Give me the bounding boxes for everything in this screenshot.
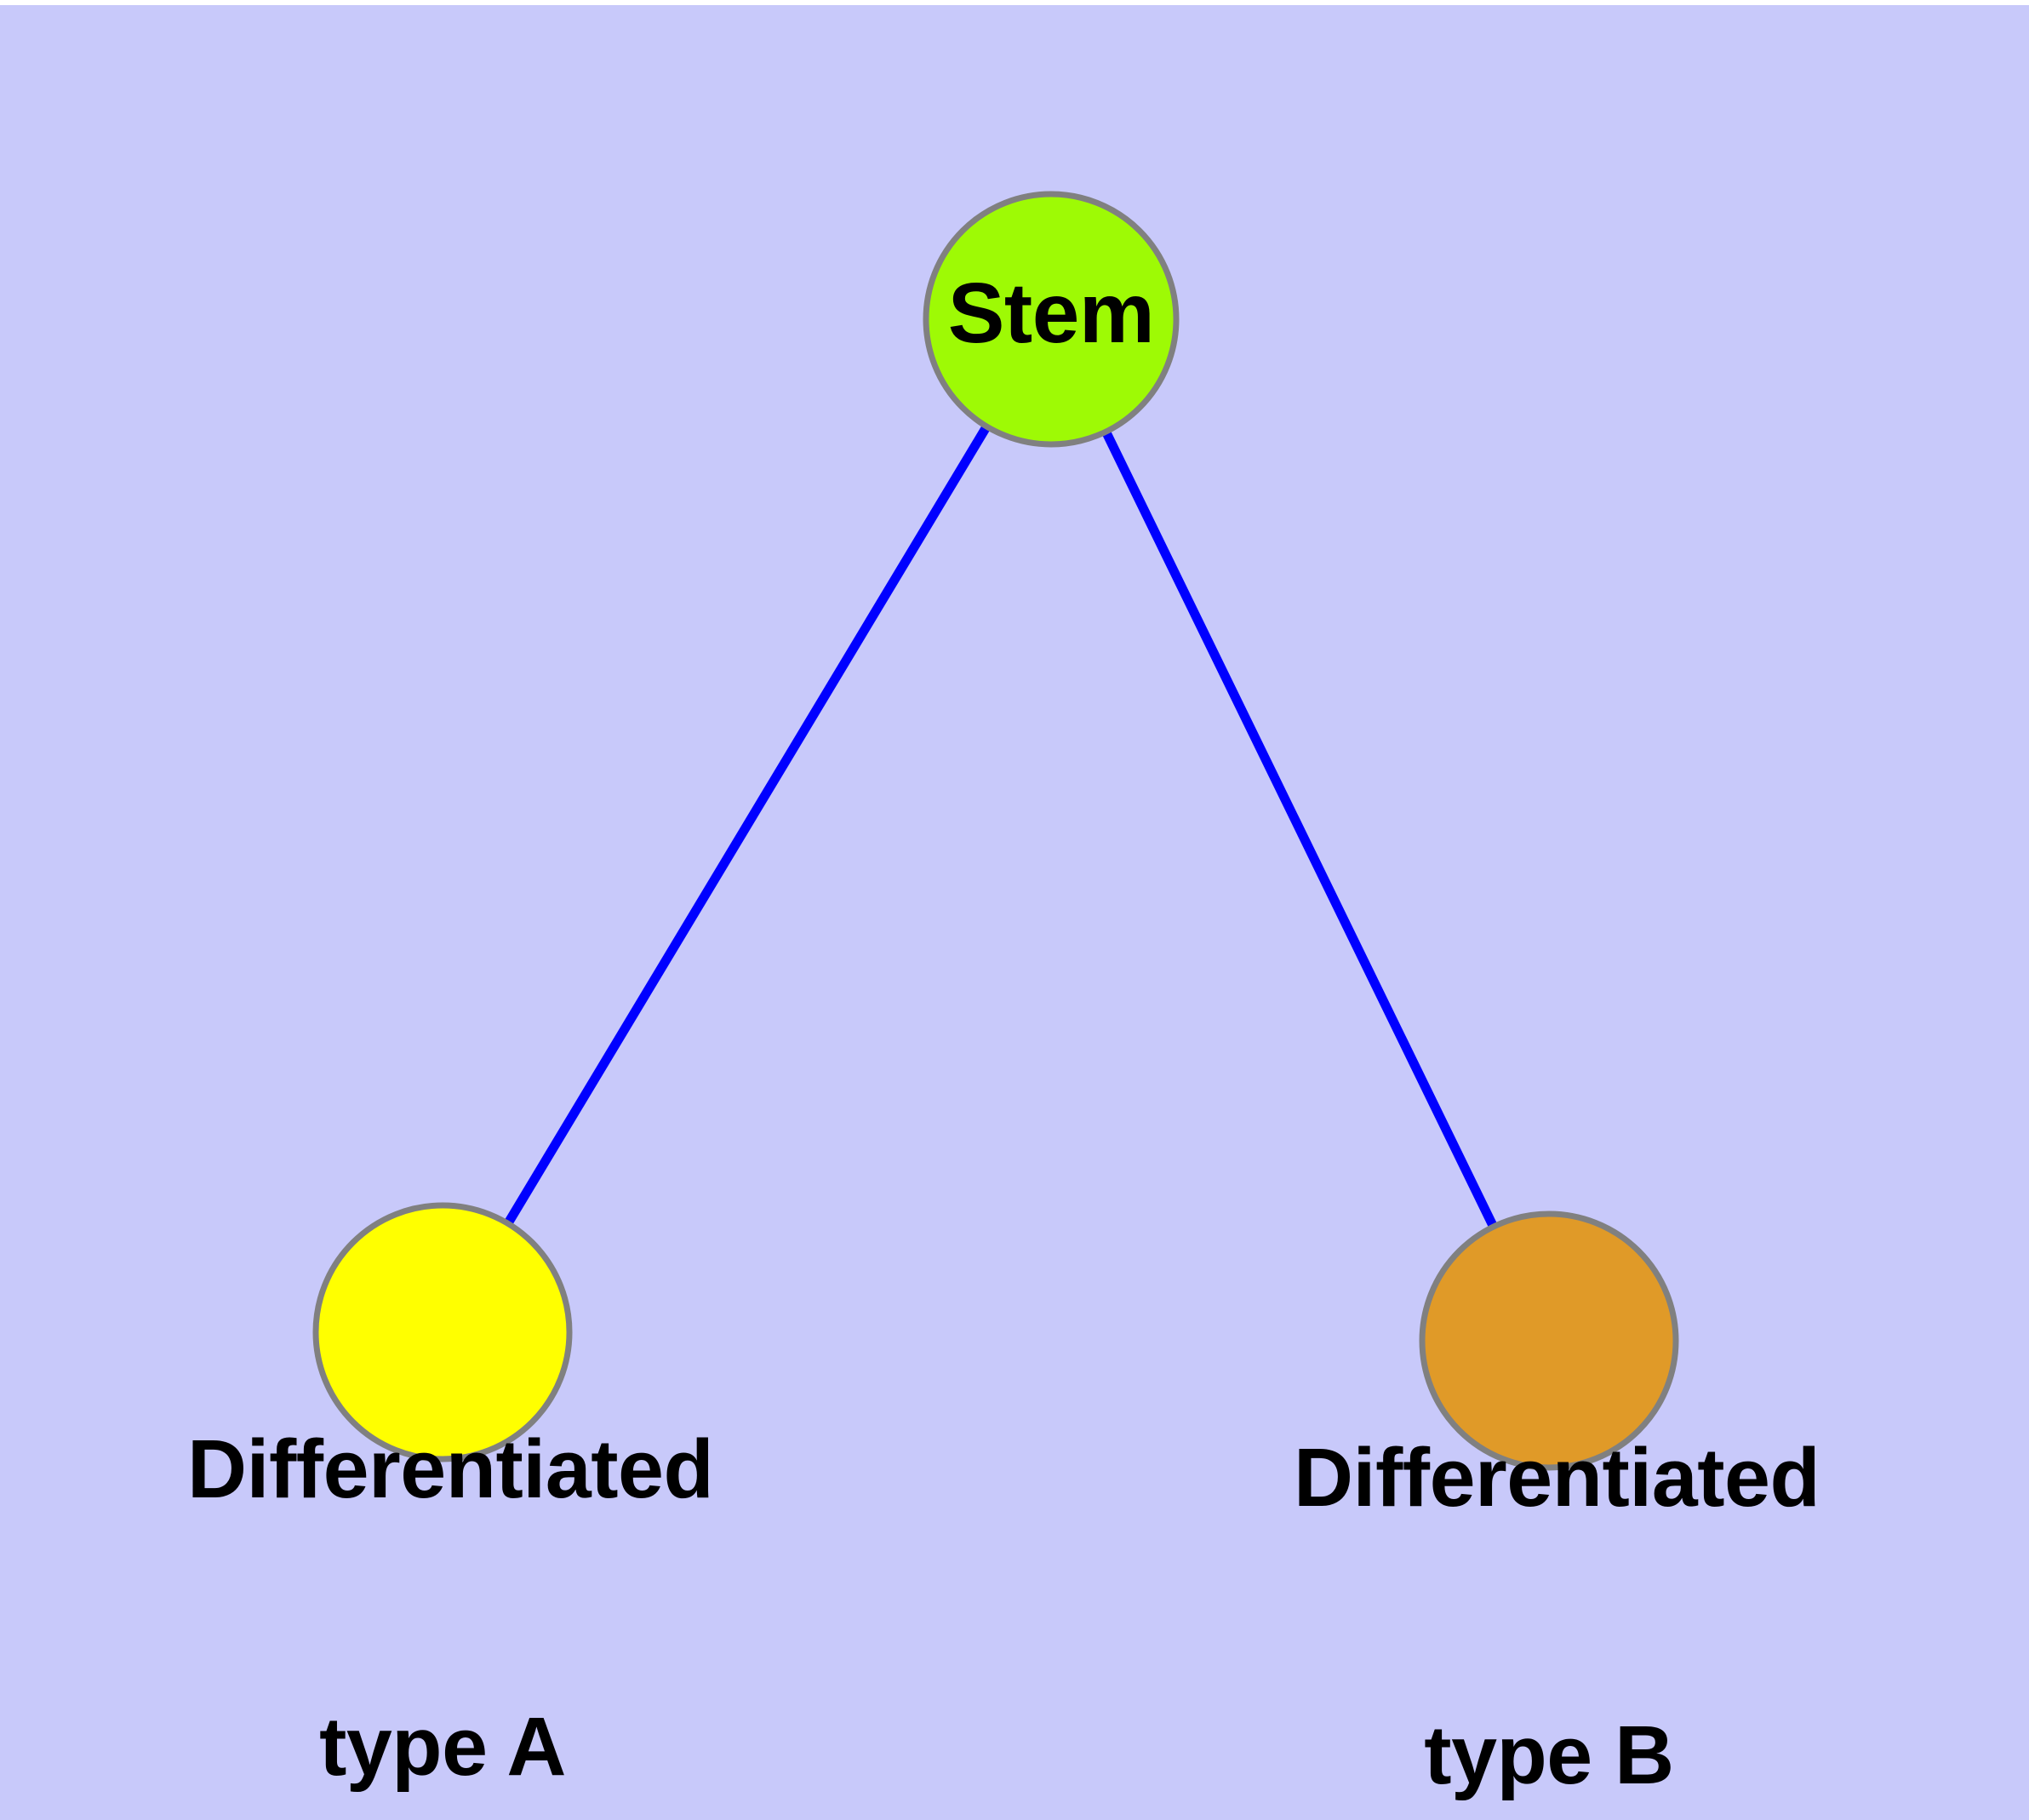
edge-layer (438, 317, 1553, 1343)
node-diff-a-circle[interactable] (312, 1202, 573, 1462)
node-layer (312, 191, 1679, 1471)
node-diff-b-circle[interactable] (1419, 1210, 1679, 1471)
edge-stem-to-diff-b[interactable] (1047, 317, 1553, 1343)
node-stem-circle[interactable] (923, 191, 1180, 448)
edge-stem-to-diff-a[interactable] (438, 317, 1055, 1335)
